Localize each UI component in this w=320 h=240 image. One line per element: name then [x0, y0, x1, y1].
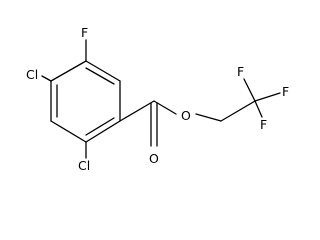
atom-carbonyl-oxygen: O: [149, 151, 159, 166]
bond-cf3-f-left: [243, 78, 256, 102]
atom-fluoro-ring: F: [81, 25, 88, 40]
bond-c1-carbonyl: [119, 100, 155, 122]
atom-cf3-f-bottom: F: [260, 117, 267, 132]
ring-bond-c5-c6: [85, 60, 121, 82]
ring-double-c1-c2: [85, 117, 115, 136]
molecule-structure: F Cl Cl O O F F F: [26, 25, 289, 173]
bond-carbonyl-ester-o: [153, 100, 177, 115]
atom-chloro-2: Cl: [78, 158, 90, 173]
bond-ch2-cf3: [220, 100, 256, 122]
ring-bond-c1-c2: [85, 120, 121, 143]
ring-double-c5-c6: [85, 67, 115, 85]
atom-cf3-f-left: F: [237, 64, 244, 79]
bond-cf3-f-right: [254, 92, 281, 102]
bond-cf3-f-bottom: [254, 100, 263, 118]
ring-bond-c2-c3: [50, 120, 87, 143]
structure-canvas: F Cl Cl O O F F F: [26, 25, 289, 173]
atom-chloro-4: Cl: [26, 67, 38, 82]
ring-bond-c4-c5: [50, 60, 87, 82]
bond-ester-o-ch2: [195, 113, 222, 122]
bond-c4-chloro: [41, 75, 52, 82]
atom-ester-oxygen: O: [181, 108, 191, 123]
atom-cf3-f-right: F: [282, 84, 289, 99]
